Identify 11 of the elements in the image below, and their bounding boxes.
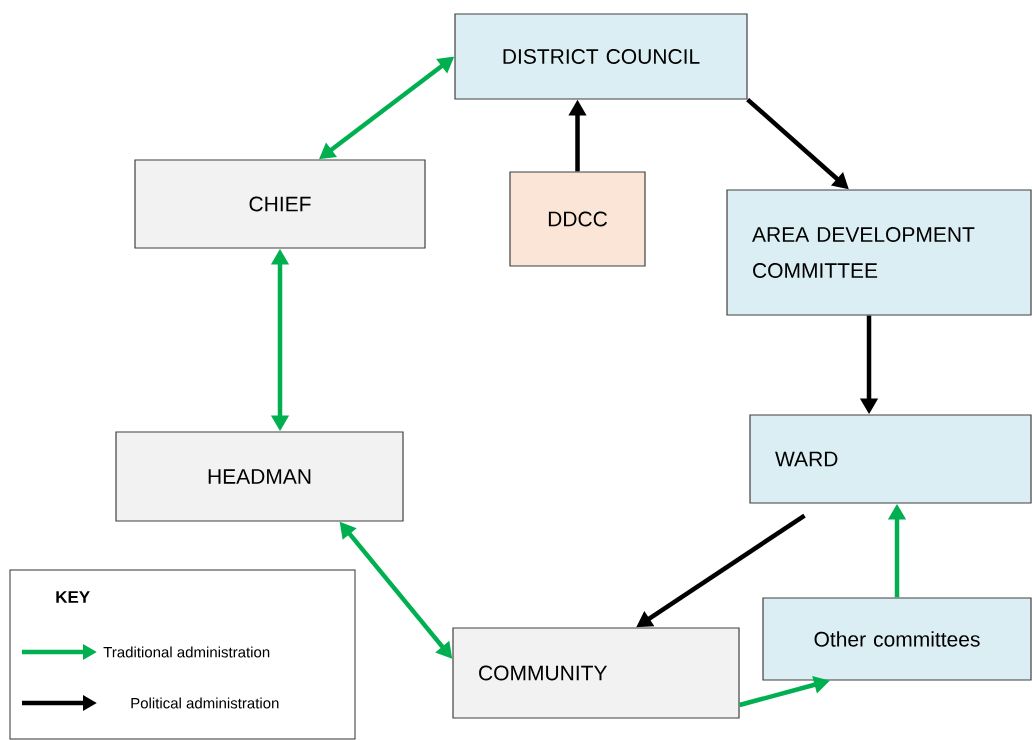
box: CHIEF [134, 159, 426, 249]
legend-text: Political administration [131, 697, 279, 709]
box: Other committees [762, 597, 1032, 681]
box: DDCC [509, 171, 646, 267]
legend-text: Traditional administration [103, 646, 270, 658]
box: DISTRICT COUNCIL [454, 13, 748, 100]
box: WARD [749, 414, 1032, 504]
legend-title: KEY [56, 591, 90, 603]
box: HEADMAN [115, 431, 404, 522]
box: COMMUNITY [452, 627, 740, 719]
box: AREA DEVELOPMENT COMMITTEE [726, 189, 1032, 316]
